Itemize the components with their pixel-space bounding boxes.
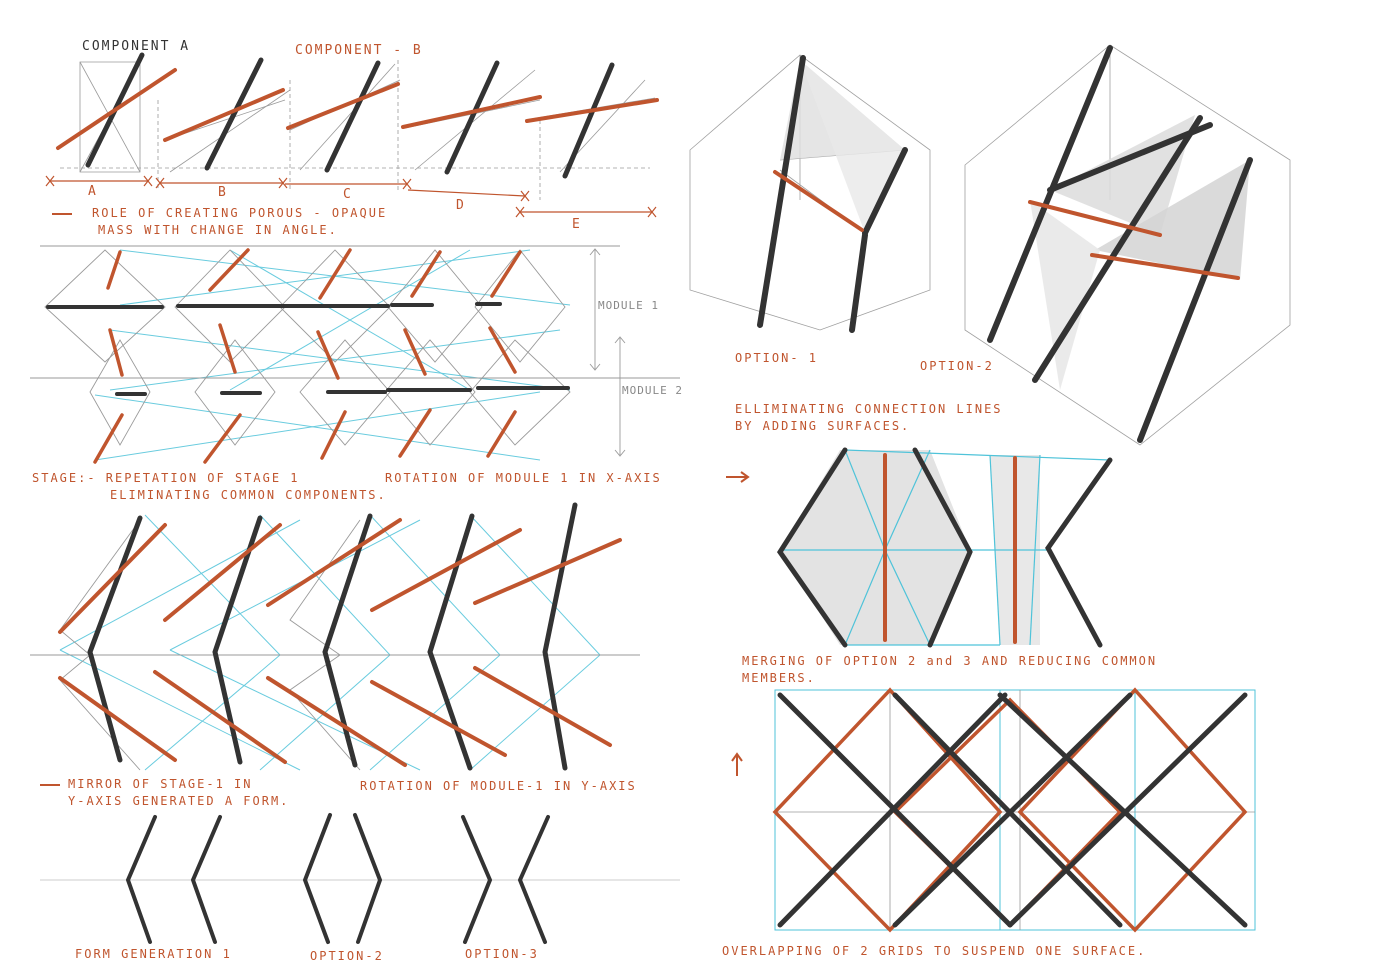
component-rust-members (56, 68, 659, 150)
overlapping-label: OVERLAPPING OF 2 GRIDS TO SUSPEND ONE SU… (722, 944, 1146, 958)
stage-repetition-drawing: MODULE 1 MODULE 2 STAGE:- REPETATION OF … (30, 245, 750, 502)
stage-label-line2: ELIMINATING COMMON COMPONENTS. (110, 488, 387, 502)
eliminating-label-line1: ELLIMINATING CONNECTION LINES (735, 402, 1003, 416)
mirror-label-line2: Y-AXIS GENERATED A FORM. (68, 794, 289, 808)
module-2-label: MODULE 2 (622, 384, 683, 397)
option-3-small-label: OPTION-3 (465, 947, 539, 961)
merging-drawing: MERGING OF OPTION 2 and 3 AND REDUCING C… (742, 447, 1157, 685)
dim-b-label: B (218, 185, 228, 200)
dim-e-label: E (572, 217, 582, 232)
mirror-label-line1: MIRROR OF STAGE-1 IN (68, 777, 253, 791)
dim-c-label: C (343, 187, 353, 202)
module-1-label: MODULE 1 (598, 299, 659, 312)
component-diagonals (164, 63, 656, 173)
component-guides (60, 60, 650, 200)
dim-a-label: A (88, 184, 98, 199)
overlapping-grids-drawing: OVERLAPPING OF 2 GRIDS TO SUSPEND ONE SU… (722, 687, 1256, 958)
rotation-y-arrow-icon (731, 752, 743, 776)
role-label-line1: ROLE OF CREATING POROUS - OPAQUE (92, 206, 387, 220)
role-label-line2: MASS WITH CHANGE IN ANGLE. (98, 223, 338, 237)
stage-label-line1: STAGE:- REPETATION OF STAGE 1 (32, 471, 300, 485)
mirror-rust-members (58, 518, 622, 767)
rotation-x-label: ROTATION OF MODULE 1 IN X-AXIS (385, 471, 662, 485)
merging-label-line2: MEMBERS. (742, 671, 816, 685)
component-dark-members (85, 52, 615, 179)
stage-pencil-frames (30, 245, 680, 446)
rotation-x-arrow-icon (726, 471, 750, 483)
component-row: COMPONENT A COMPONENT - B A B C D E ROLE… (45, 39, 659, 237)
stage-dark-bars (46, 302, 570, 396)
rotation-y-label: ROTATION OF MODULE-1 IN Y-AXIS (360, 779, 637, 793)
eliminating-label-line2: BY ADDING SURFACES. (735, 419, 910, 433)
option-2-small-label: OPTION-2 (310, 949, 384, 963)
option-1-drawing: OPTION- 1 (689, 54, 931, 365)
mirror-form-drawing: MIRROR OF STAGE-1 IN Y-AXIS GENERATED A … (30, 502, 743, 808)
merging-label-line1: MERGING OF OPTION 2 and 3 AND REDUCING C… (742, 654, 1157, 668)
dim-d-label: D (456, 198, 466, 213)
stage-rust-members (93, 248, 522, 464)
form-generation-label: FORM GENERATION 1 (75, 947, 232, 961)
component-b-label: COMPONENT - B (295, 43, 423, 58)
option-2-label: OPTION-2 (920, 359, 994, 373)
module-brackets (589, 248, 626, 457)
option-2-drawing: OPTION-2 (920, 44, 1291, 446)
option-1-label: OPTION- 1 (735, 351, 818, 365)
form-generation-options: FORM GENERATION 1 OPTION-2 OPTION-3 (40, 813, 680, 963)
dimension-lines (45, 175, 657, 218)
component-a-label: COMPONENT A (82, 39, 190, 54)
stage-cyan-bracing (94, 249, 571, 461)
